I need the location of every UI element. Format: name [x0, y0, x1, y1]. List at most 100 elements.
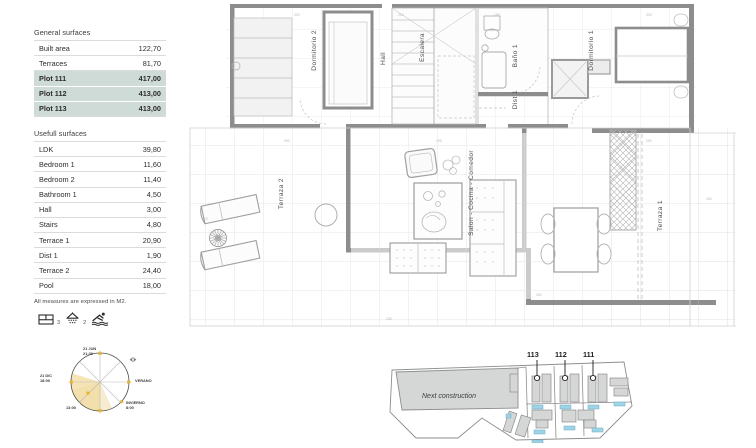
row-value: 413,00 — [106, 101, 166, 117]
solar-sector-2 — [72, 382, 112, 411]
bathroom1-fixtures — [477, 7, 549, 97]
table-row: Terrace 1 20,90 — [34, 232, 166, 249]
row-value: 18,00 — [115, 278, 166, 294]
sun-loungers — [200, 193, 261, 271]
row-label: Built area — [34, 39, 107, 57]
measures-footnote: All measures are expressed in M2. — [34, 298, 127, 305]
room-label-terraza-2: Terraza 2 — [278, 178, 285, 210]
sun-label-verano: VERANO — [135, 378, 152, 383]
row-label: Dist 1 — [34, 247, 116, 264]
amenity-pool — [91, 312, 112, 326]
table-row: Hall 3,00 — [34, 202, 166, 218]
row-value: 24,40 — [115, 262, 166, 279]
general-surfaces-title: General surfaces — [34, 28, 91, 37]
row-label: Terrace 2 — [34, 262, 116, 279]
table-row: LDK 39,80 — [34, 140, 166, 158]
table-row: Built area 122,70 — [34, 39, 166, 57]
svg-text:330: 330 — [646, 13, 652, 17]
sun-label-midday: 13:00 — [66, 405, 76, 410]
plot-marker-113: 113 — [527, 350, 539, 359]
bathrooms-count: 2 — [83, 320, 87, 326]
row-value: 4,80 — [115, 217, 166, 234]
plot-marker-111: 111 — [583, 350, 595, 359]
row-value: 122,70 — [106, 39, 166, 57]
right-terrace-grid — [690, 133, 736, 326]
table-row: Terrace 2 24,40 — [34, 262, 166, 279]
table-row: Bathroom 1 4,50 — [34, 187, 166, 203]
row-label: Pool — [34, 278, 116, 294]
row-value: 20,90 — [115, 232, 166, 249]
table-row: Bedroom 1 11,60 — [34, 156, 166, 173]
plant-decor — [442, 155, 461, 175]
svg-text:250: 250 — [646, 139, 652, 143]
row-value: 39,80 — [115, 140, 166, 158]
svg-text:300: 300 — [294, 13, 300, 17]
row-value: 1,90 — [115, 247, 166, 264]
row-value: 417,00 — [106, 70, 166, 87]
svg-text:235: 235 — [386, 317, 392, 321]
row-value: 4,50 — [115, 187, 166, 203]
stairs-escalera — [391, 7, 477, 125]
shower-icon — [66, 312, 79, 324]
next-construction-block — [395, 367, 519, 411]
row-label: Plot 112 — [34, 86, 107, 102]
pool-icon — [91, 312, 109, 326]
table-row: Plot 111 417,00 — [34, 70, 166, 87]
plot-marker-stems — [533, 360, 597, 382]
kitchen-counter-a — [389, 242, 447, 274]
bed-dormitorio1 — [587, 13, 690, 99]
kitchen-island — [413, 182, 463, 240]
armchair-living — [404, 147, 438, 179]
surfaces-info-panel: General surfaces Built area 122,70 Terra… — [34, 28, 166, 305]
bedrooms-count: 3 — [57, 319, 61, 326]
general-surfaces-table: Built area 122,70 Terraces 81,70 Plot 11… — [34, 39, 166, 117]
siteplan-drawing — [389, 360, 633, 444]
row-value: 11,60 — [115, 156, 166, 173]
coffee-table — [314, 203, 338, 227]
row-label: LDK — [34, 140, 116, 158]
bed-dormitorio2 — [322, 10, 374, 110]
room-label-dist-1: Dist 1 — [512, 90, 519, 110]
table-row: Plot 113 413,00 — [34, 101, 166, 117]
row-value: 413,00 — [106, 86, 166, 102]
room-label-escalera: Escalera — [419, 33, 426, 62]
compass-spokes — [71, 353, 129, 411]
row-label: Plot 113 — [34, 101, 107, 117]
room-label-hall: Hall — [380, 52, 387, 65]
table-row: Bedroom 2 11,40 — [34, 171, 166, 188]
plot-marker-112: 112 — [555, 350, 567, 359]
sun-path-svg — [68, 350, 137, 414]
parasol-icon — [209, 229, 227, 247]
room-label-dormitorio-2: Dormitorio 2 — [311, 30, 318, 71]
svg-text:165: 165 — [494, 13, 500, 17]
bedroom2-wardrobe — [231, 17, 293, 117]
hatched-pergola-wall — [609, 129, 637, 231]
row-value: 81,70 — [106, 55, 166, 72]
pool-markers — [505, 401, 626, 444]
row-label: Stairs — [34, 217, 116, 234]
closet-unit — [551, 59, 589, 99]
row-label: Terraces — [34, 55, 107, 72]
room-label-terraza-1: Terraza 1 — [657, 200, 664, 232]
amenity-bathrooms: 2 — [65, 312, 86, 326]
kitchen-counter-b — [469, 179, 517, 277]
compass-north-icon — [129, 357, 137, 363]
row-value: 11,40 — [115, 171, 166, 188]
row-label: Terrace 1 — [34, 232, 116, 249]
usefull-surfaces-table: LDK 39,80 Bedroom 1 11,60 Bedroom 2 11,4… — [34, 140, 166, 294]
row-label: Bathroom 1 — [34, 187, 116, 203]
row-value: 3,00 — [115, 202, 166, 218]
row-label: Bedroom 1 — [34, 156, 116, 173]
dining-set — [540, 207, 612, 273]
room-label-bano-1: Baño 1 — [512, 44, 519, 68]
bed-icon — [38, 313, 54, 325]
amenities-row: 3 2 — [38, 312, 112, 326]
amenity-bedrooms: 3 — [38, 313, 60, 326]
villa-footprints — [502, 373, 629, 438]
usefull-surfaces-title: Usefull surfaces — [34, 128, 87, 138]
svg-text:195: 195 — [436, 139, 442, 143]
